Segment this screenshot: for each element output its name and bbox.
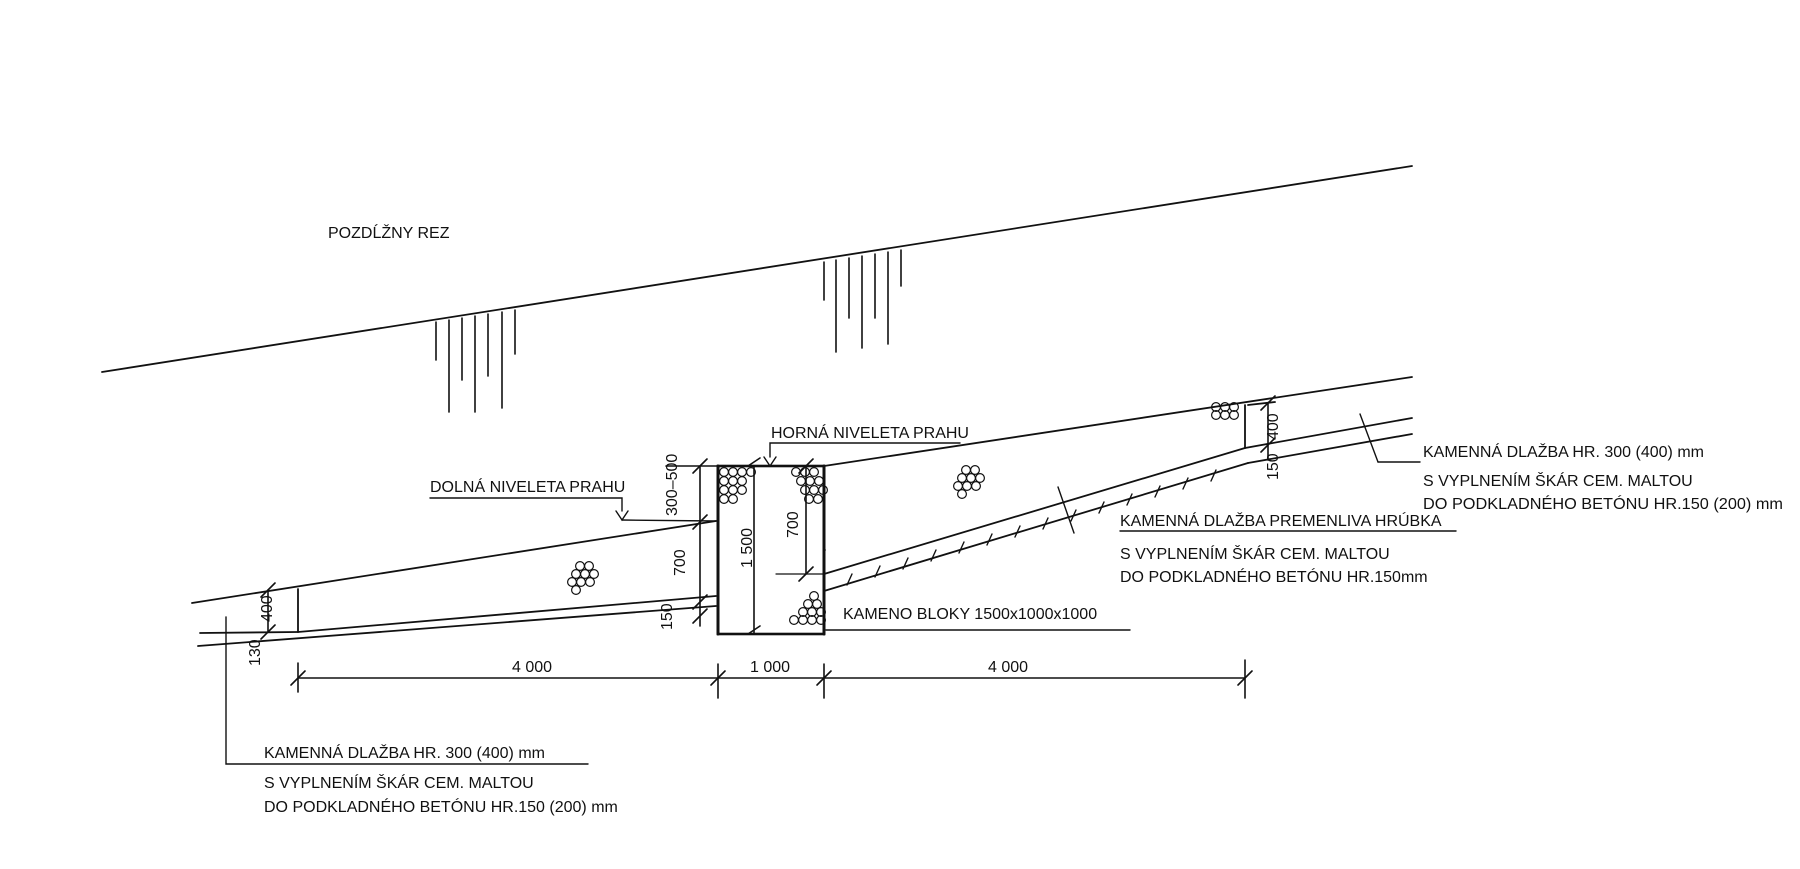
dim-right-700: 700	[785, 511, 802, 538]
dimension-lines	[260, 395, 1276, 699]
dim-left-end-400: 400	[259, 595, 276, 622]
dim-sill-height: 1 500	[739, 528, 756, 568]
dim-right-end-150: 150	[1265, 453, 1282, 480]
right-apron	[775, 376, 1413, 592]
label-upper-level: HORNÁ NIVELETA PRAHU	[771, 423, 969, 442]
label-left-paving-3: DO PODKLADNÉHO BETÓNU HR.150 (200) mm	[264, 797, 618, 816]
label-lower-level: DOLNÁ NIVELETA PRAHU	[430, 477, 625, 496]
stones-right	[952, 465, 986, 499]
label-right-paving-2: S VYPLNENÍM ŠKÁR CEM. MALTOU	[1423, 471, 1693, 490]
stones-left	[566, 560, 600, 596]
label-stone-blocks: KAMENO BLOKY 1500x1000x1000	[843, 606, 1097, 623]
stones-sill-base	[788, 590, 827, 626]
dim-right-length: 4 000	[988, 659, 1028, 676]
label-variable-paving-3: DO PODKLADNÉHO BETÓNU HR.150mm	[1120, 567, 1428, 586]
concrete-hatch	[846, 469, 1217, 586]
label-right-paving-1: KAMENNÁ DLAŽBA HR. 300 (400) mm	[1423, 442, 1704, 461]
drawing-title: POZDĹŽNY REZ	[328, 223, 450, 242]
terrain-top	[101, 165, 1413, 413]
label-variable-paving-1: KAMENNÁ DLAŽBA PREMENLIVA HRÚBKA	[1120, 511, 1442, 530]
dim-right-end-400: 400	[1265, 413, 1282, 440]
label-left-paving-2: S VYPLNENÍM ŠKÁR CEM. MALTOU	[264, 773, 534, 792]
dim-left-700: 700	[672, 549, 689, 576]
dim-left-150: 150	[659, 603, 676, 630]
leaders	[225, 413, 1457, 765]
dim-left-end-130: 130	[247, 639, 264, 666]
label-right-paving-3: DO PODKLADNÉHO BETÓNU HR.150 (200) mm	[1423, 494, 1783, 513]
pile-group-right	[823, 249, 902, 353]
stones-sill-left	[718, 467, 757, 504]
stones-sill-right	[790, 467, 829, 504]
pile-group-left	[435, 309, 516, 413]
dim-left-length: 4 000	[512, 659, 552, 676]
dim-sill-width: 1 000	[750, 659, 790, 676]
left-apron	[191, 520, 717, 647]
dim-top-offset: 300–500	[664, 454, 681, 516]
label-left-paving-1: KAMENNÁ DLAŽBA HR. 300 (400) mm	[264, 743, 545, 762]
label-variable-paving-2: S VYPLNENÍM ŠKÁR CEM. MALTOU	[1120, 544, 1390, 563]
